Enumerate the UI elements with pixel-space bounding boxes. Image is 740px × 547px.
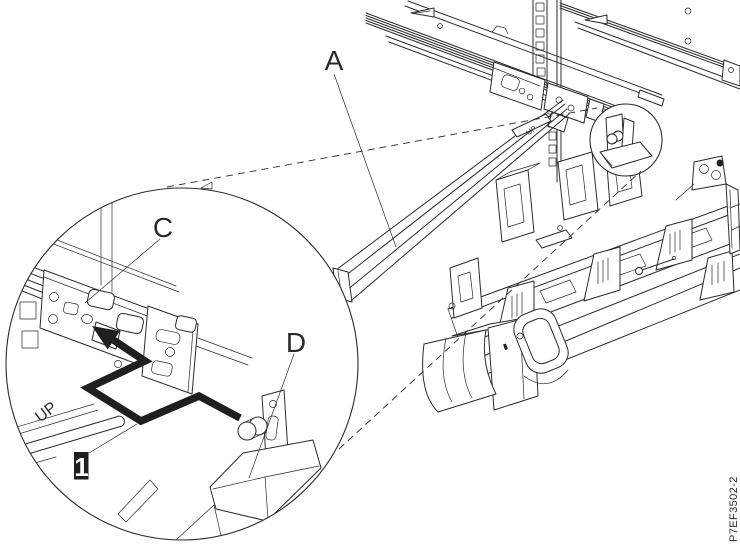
rail-screw (437, 23, 443, 29)
rail-rear-section (559, 2, 740, 90)
callout-a: A (325, 45, 344, 76)
magnifier-large-circle: UP C D 1 (5, 187, 359, 541)
figure-id: P7EF3502-2 (728, 476, 740, 542)
leader-line-step1 (88, 423, 138, 454)
detail-hook-tab (115, 312, 144, 335)
leader-line-a (333, 73, 397, 248)
cma-pin-ball (635, 267, 643, 275)
magnifier-small-circle (589, 103, 663, 177)
callout-d: D (286, 327, 306, 358)
leader-line-c (84, 238, 161, 304)
rail-latch-flag (410, 7, 435, 18)
detail-tab (599, 141, 653, 169)
detail-hook-tab (86, 288, 115, 311)
step-badge-number: 1 (74, 452, 88, 482)
slide-rail-assembly (365, 0, 665, 134)
cable-management-arm (422, 143, 740, 413)
rail-rear-bracket (489, 61, 546, 111)
magnifier-rim (5, 187, 359, 541)
rail-latch-flag (584, 14, 608, 25)
cma-end-bracket (675, 155, 740, 255)
step-badge: 1 (74, 452, 89, 482)
cma-front-basket (422, 308, 569, 413)
leader-line-d (248, 353, 295, 479)
thick-direction-arrow (80, 326, 242, 426)
cma-cutout (539, 279, 577, 304)
rail-tip (637, 89, 665, 107)
magnifier-connector-lines (166, 107, 642, 450)
detail-slot-hole (81, 314, 93, 324)
callout-a-group: A (325, 45, 397, 248)
callout-c: C (153, 212, 173, 243)
detail-button-pin (237, 421, 257, 441)
